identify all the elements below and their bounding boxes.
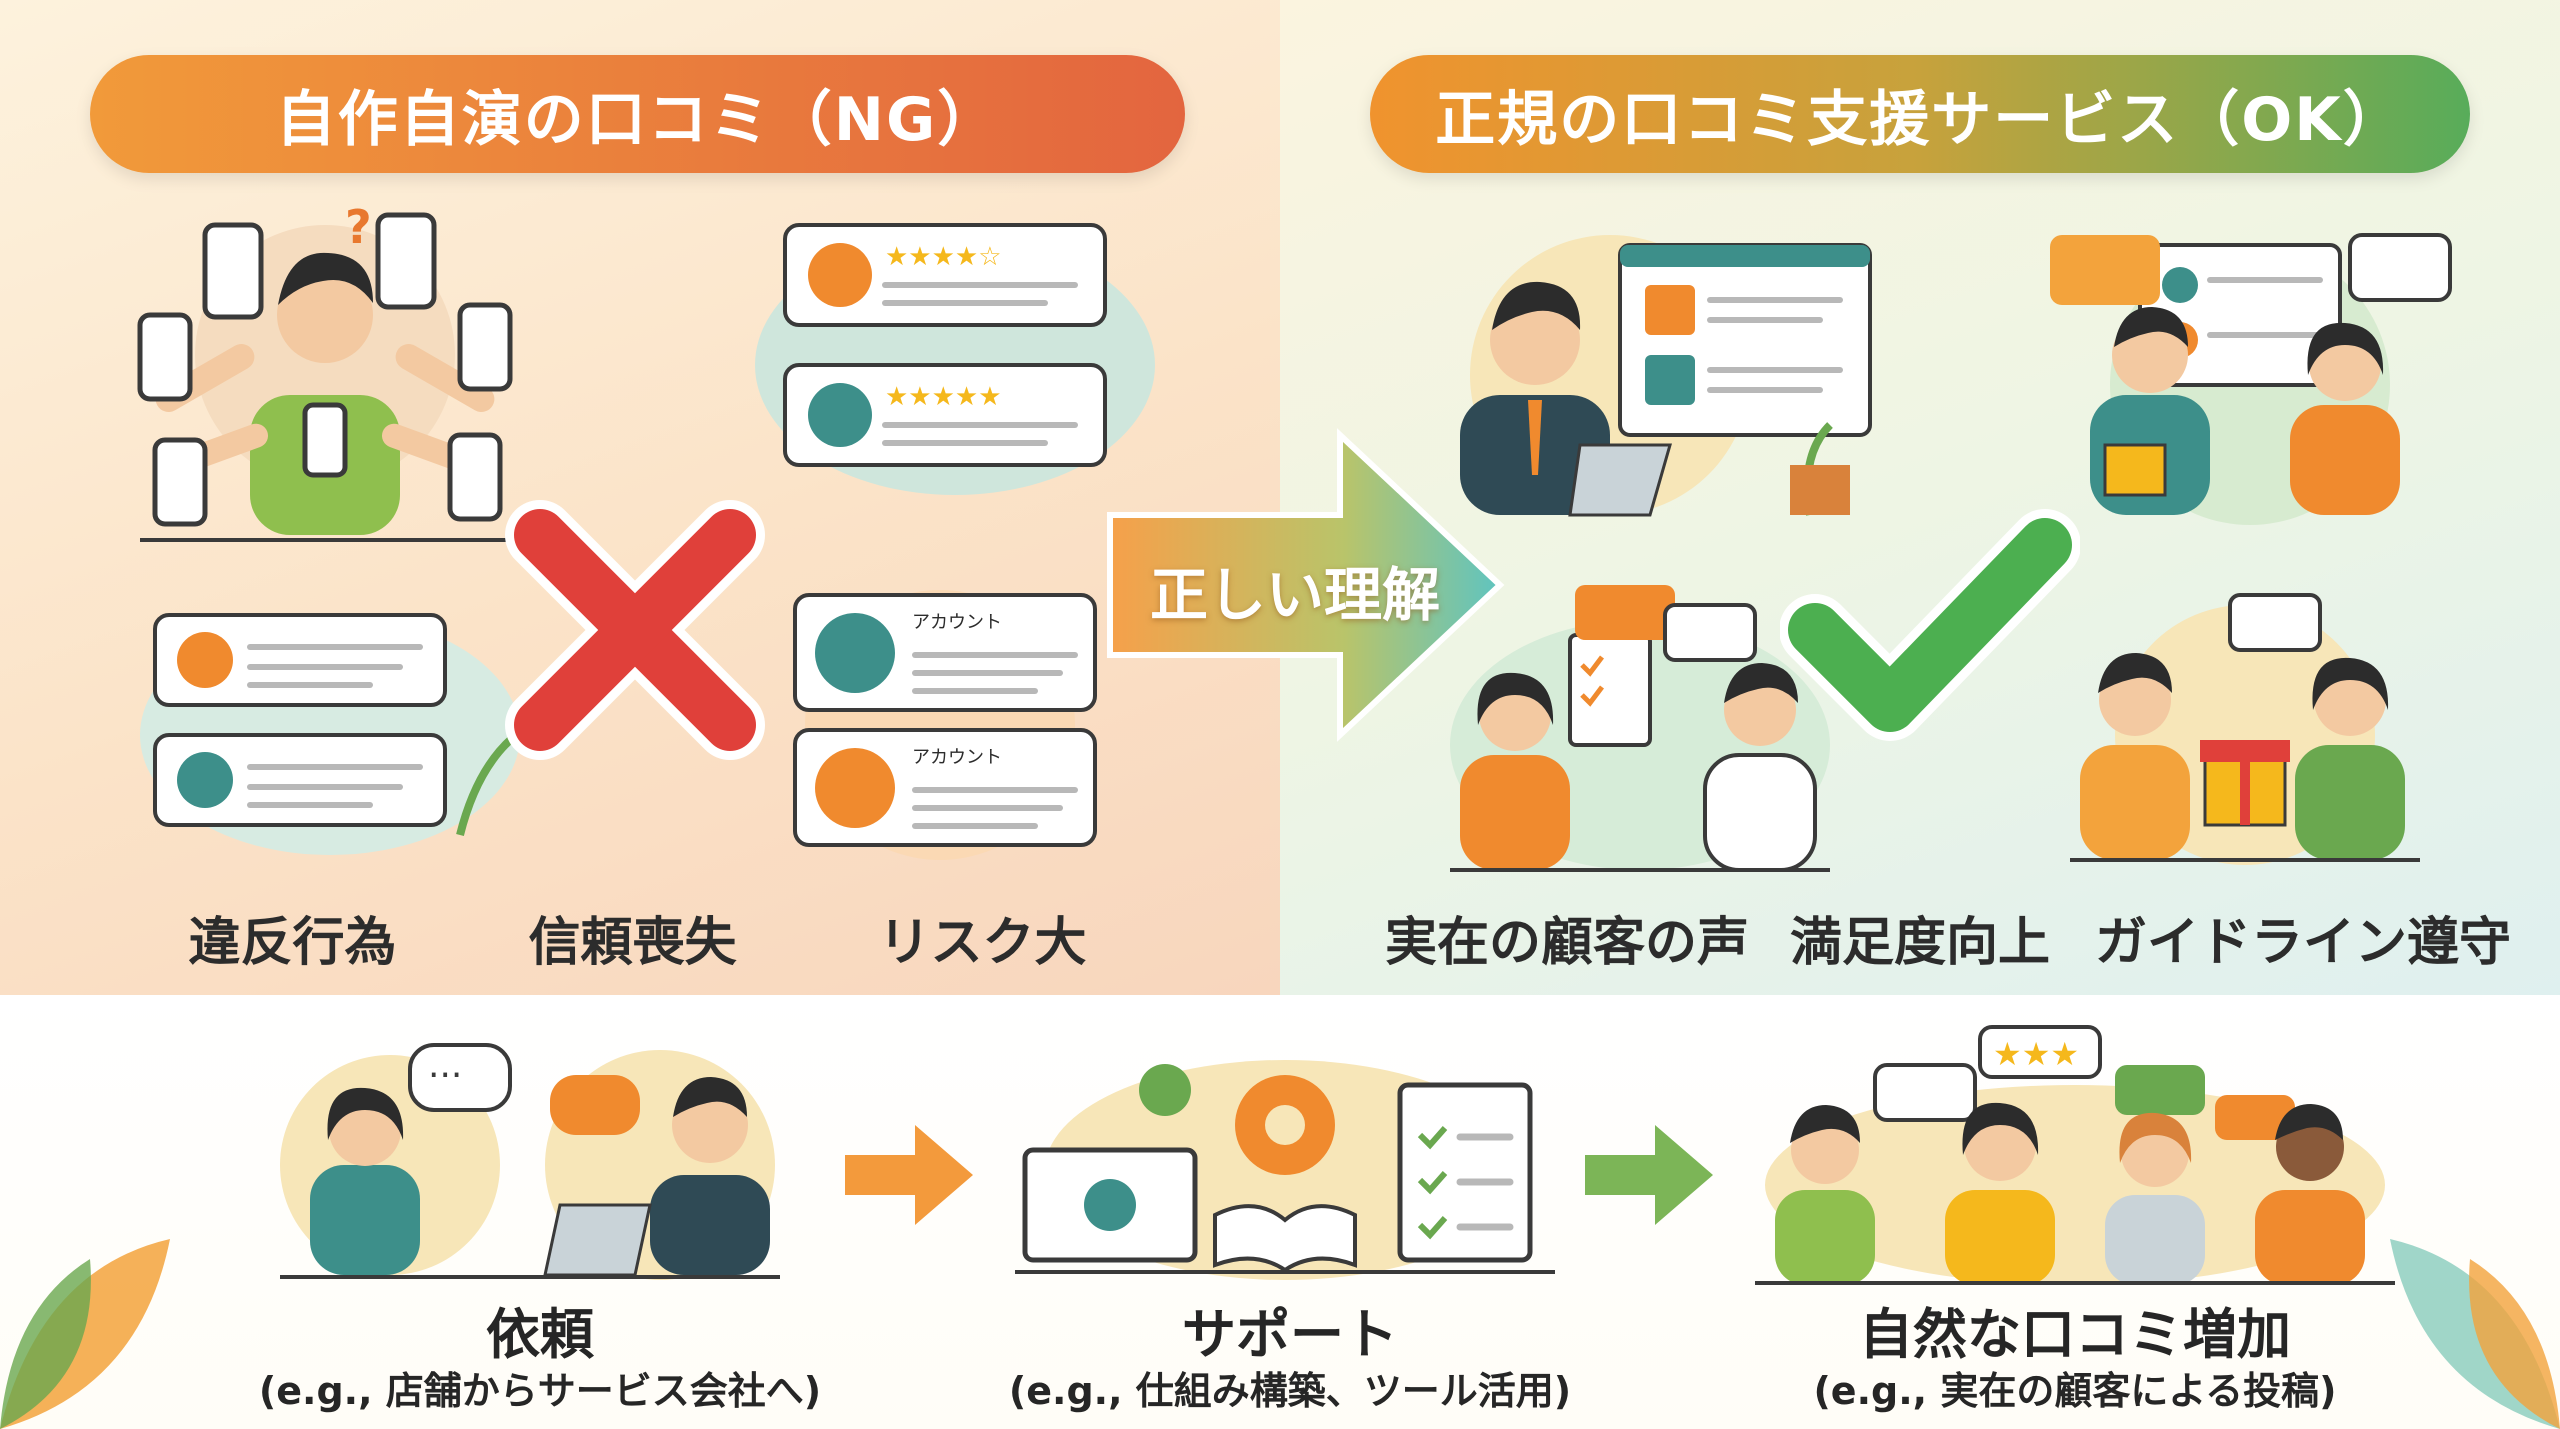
step-support-example: (e.g., 仕組み構築、ツール活用) (1008, 1369, 1572, 1413)
ng-caption-trust-loss: 信頼喪失 (528, 913, 737, 973)
ok-banner: 正規の口コミ支援サービス（OK） (1370, 55, 2470, 173)
step-request-example: (e.g., 店舗からサービス会社へ) (258, 1369, 822, 1413)
multi-phone-person-illustration: ? (137, 205, 513, 542)
account-bubbles-illustration (793, 590, 1097, 860)
support-illustration (1015, 1060, 1555, 1280)
star-review-bubbles-illustration: ★★★★☆ ★★★★★ (755, 223, 1155, 495)
svg-text:★★★: ★★★ (1993, 1035, 2079, 1073)
gift-satisfaction-illustration (2070, 593, 2420, 865)
ng-caption-violation: 違反行為 (188, 913, 397, 973)
request-illustration: ··· (280, 1043, 780, 1280)
svg-text:★★★★★: ★★★★★ (885, 382, 1002, 412)
flow-arrow-1-icon (845, 1125, 973, 1225)
natural-reviews-illustration: ★★★ (1755, 1025, 2395, 1285)
correct-understanding-arrow-icon (1107, 428, 1505, 742)
ok-caption-real-voices: 実在の顧客の声 (1385, 913, 1750, 973)
ok-caption-satisfaction: 満足度向上 (1789, 913, 2050, 973)
business-laptop-illustration (1460, 235, 1872, 517)
svg-text:★★★★☆: ★★★★☆ (885, 242, 1002, 272)
customer-voice-illustration (1450, 585, 1830, 872)
correct-understanding-label: 正しい理解 (1149, 561, 1440, 629)
svg-text:···: ··· (428, 1055, 462, 1096)
svg-text:?: ? (345, 205, 372, 254)
account-label: アカウント (912, 612, 1002, 633)
step-result-title: 自然な口コミ増加 (1859, 1303, 2291, 1366)
flow-arrow-2-icon (1585, 1125, 1713, 1225)
handshake-illustration (2050, 233, 2452, 525)
leaf-decoration-right-icon (2390, 1239, 2560, 1429)
ng-cross-icon (505, 500, 765, 760)
step-request-title: 依頼 (486, 1303, 594, 1366)
fake-review-bubbles-illustration (140, 613, 520, 855)
step-result-example: (e.g., 実在の顧客による投稿) (1813, 1369, 2337, 1413)
ng-banner: 自作自演の口コミ（NG） (90, 55, 1185, 173)
account-label: アカウント (912, 747, 1002, 768)
ok-check-icon (1780, 509, 2080, 741)
leaf-decoration-left-icon (0, 1239, 170, 1429)
step-support-title: サポート (1182, 1303, 1398, 1366)
ng-caption-high-risk: リスク大 (878, 913, 1087, 973)
ok-caption-guideline: ガイドライン遵守 (2095, 913, 2512, 973)
